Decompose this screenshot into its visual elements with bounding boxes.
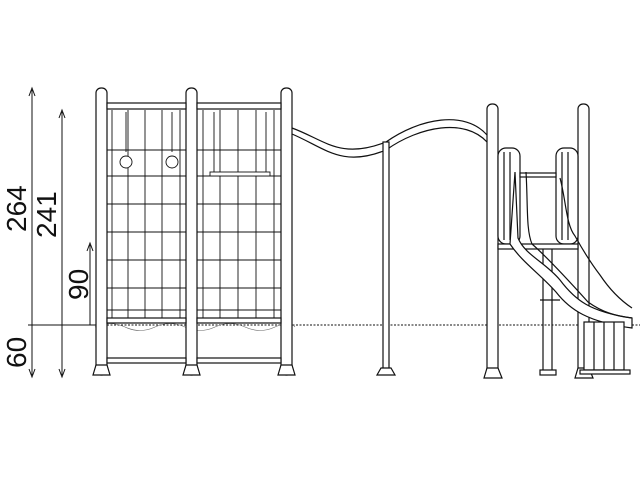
slide-tower (483, 103, 594, 379)
dimension-label-264: 264 (1, 185, 32, 232)
dimension-label-90: 90 (63, 269, 94, 300)
dimension-label-60: 60 (1, 337, 32, 368)
climbing-frame (92, 87, 296, 376)
center-pole (375, 141, 397, 376)
dimension-label-241: 241 (31, 191, 62, 238)
climbing-net-left (107, 110, 186, 318)
climbing-net-right (197, 110, 281, 318)
ground-line (30, 323, 640, 331)
slide (509, 171, 633, 375)
